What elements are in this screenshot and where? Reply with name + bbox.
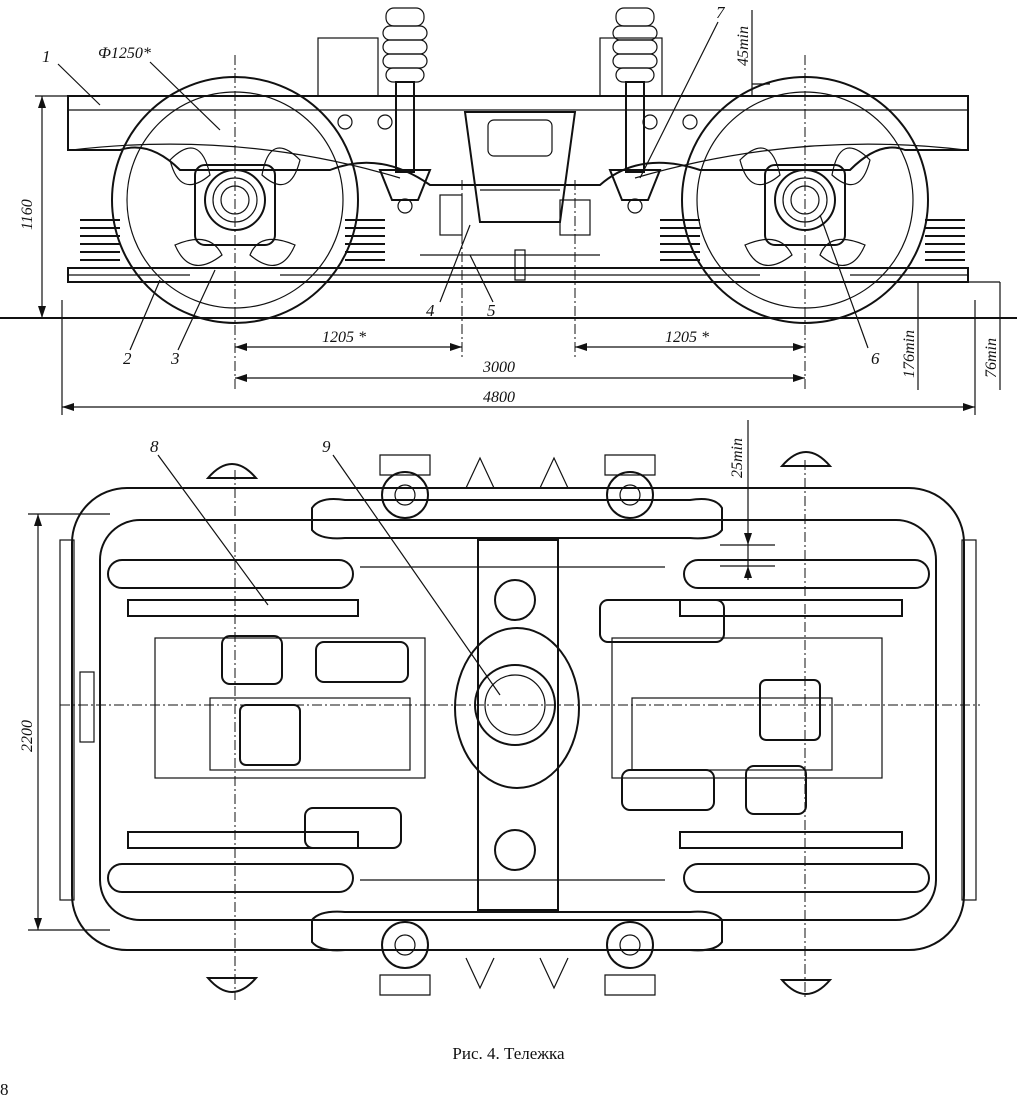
callout-1: 1 — [42, 47, 51, 66]
dim-wheelbase: 3000 — [482, 359, 515, 376]
callout-4: 4 — [426, 301, 435, 320]
damper-top-right — [604, 454, 656, 519]
bolster-bracket — [463, 111, 577, 223]
pivot-outer — [454, 627, 580, 789]
bolster-beam — [477, 539, 559, 911]
frame-outer — [71, 487, 965, 951]
callout-3: 3 — [170, 349, 180, 368]
page-number: 8 — [0, 1080, 9, 1099]
damper-bottom-left — [379, 921, 431, 996]
side-frame — [67, 95, 969, 186]
spring-left-inner — [345, 219, 385, 261]
wheel-diameter-label: Ф1250* — [98, 45, 151, 62]
spring-right-outer — [925, 219, 965, 261]
callout-5: 5 — [487, 301, 496, 320]
dim-overall-length: 4800 — [483, 389, 515, 406]
damper-left — [378, 7, 432, 214]
brake-beam-upper-right — [679, 599, 903, 617]
figure-caption: Рис. 4. Тележка — [452, 1044, 565, 1063]
damper-right — [608, 7, 662, 214]
brake-beam-upper-left — [127, 599, 359, 617]
spring-left-outer — [80, 219, 120, 261]
dim-axle-center-left: 1205 * — [322, 329, 366, 346]
callout-8: 8 — [150, 437, 159, 456]
spring-right-inner — [660, 219, 700, 261]
callout-9: 9 — [322, 437, 331, 456]
callout-6: 6 — [871, 349, 880, 368]
side-view: 1 2 3 4 5 6 7 Ф1250* 1160 1205 * 1205 * … — [0, 3, 1017, 415]
wheel-top-right-2 — [683, 863, 930, 893]
brake-beam-lower-right — [679, 831, 903, 849]
leaders-side — [57, 21, 869, 351]
dim-clearance-top-view: 25min — [729, 438, 746, 478]
brake-beam-lower-left — [127, 831, 359, 849]
wheel-top-left-2 — [107, 863, 354, 893]
dimension-lines-side — [35, 10, 1001, 415]
wheel-top-left-1 — [107, 559, 354, 589]
damper-top-left — [379, 454, 431, 519]
dimension-lines-top — [28, 420, 775, 931]
dim-clearance-bottom-1: 176min — [901, 330, 918, 378]
dim-width: 2200 — [19, 720, 36, 752]
dim-axle-center-right: 1205 * — [665, 329, 709, 346]
dim-clearance-bottom-2: 76min — [983, 338, 1000, 378]
frame-inner — [99, 519, 937, 921]
callout-7: 7 — [716, 3, 726, 22]
wheel-top-right-1 — [683, 559, 930, 589]
bogie-drawing: 1 2 3 4 5 6 7 Ф1250* 1160 1205 * 1205 * … — [0, 3, 1017, 1000]
callout-2: 2 — [123, 349, 132, 368]
dim-height: 1160 — [19, 199, 36, 230]
top-view: 8 9 2200 25min — [19, 420, 980, 1000]
damper-bottom-right — [604, 921, 656, 996]
dim-clearance-top: 45min — [735, 26, 752, 66]
